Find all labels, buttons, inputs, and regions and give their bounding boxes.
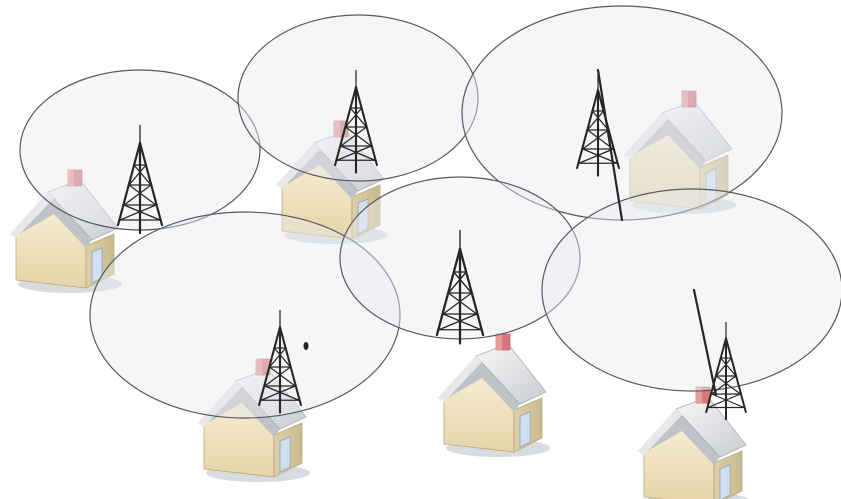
house-5 <box>438 334 550 457</box>
house-6 <box>638 387 750 499</box>
cell-6 <box>542 189 841 391</box>
